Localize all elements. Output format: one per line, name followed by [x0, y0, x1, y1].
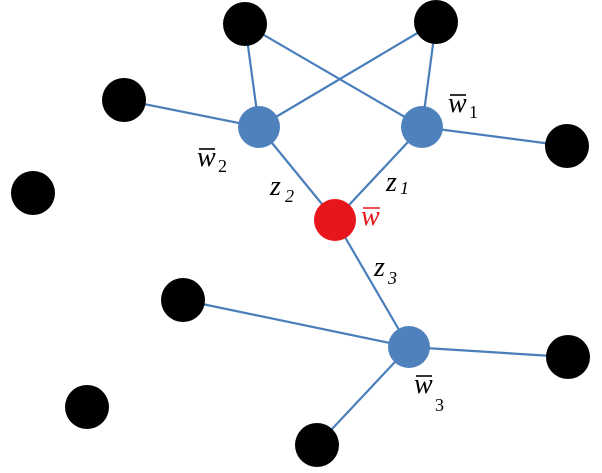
- w2-main: w: [197, 142, 216, 173]
- w-main: w: [361, 201, 380, 232]
- node-w: [314, 199, 356, 241]
- z1-main: z: [385, 167, 397, 198]
- blue-nodes: [238, 106, 443, 368]
- node-black-isolated-bottom-left: [65, 385, 109, 429]
- w3-main: w: [414, 369, 433, 400]
- node-black-isolated-left: [11, 171, 55, 215]
- edge-w1-right: [421, 125, 568, 148]
- label-z2: z 2: [269, 171, 294, 206]
- label-z1: z 1: [385, 167, 409, 198]
- edge-w1-top-left: [244, 23, 423, 128]
- node-black-top-left: [223, 2, 267, 46]
- node-black-top-right: [414, 0, 458, 44]
- node-black-left: [102, 78, 146, 122]
- w3-sub: 3: [435, 395, 444, 415]
- label-w2: w 2: [197, 142, 227, 176]
- edge-w2-top-right: [258, 21, 437, 128]
- z1-sub: 1: [400, 178, 409, 198]
- w1-sub: 1: [469, 102, 478, 122]
- z2-sub: 2: [285, 186, 294, 206]
- edge-w3-right: [408, 345, 569, 359]
- edges: [123, 21, 569, 446]
- label-w3: w 3: [414, 369, 444, 415]
- w1-main: w: [448, 88, 467, 119]
- node-w3: [388, 326, 430, 368]
- z2-main: z: [269, 171, 281, 202]
- edge-w-w3: [334, 219, 410, 348]
- label-w: w: [361, 201, 380, 232]
- z3-sub: 3: [387, 268, 397, 288]
- edge-w1-w: [334, 126, 423, 221]
- node-w2: [238, 106, 280, 148]
- edge-w2-left: [123, 98, 260, 129]
- black-nodes: [11, 0, 590, 467]
- edge-w3-left: [182, 298, 410, 349]
- label-w1: w 1: [448, 88, 478, 122]
- node-w1: [401, 106, 443, 148]
- w2-sub: 2: [218, 156, 227, 176]
- node-black-right: [545, 124, 589, 168]
- node-black-w3-right: [546, 335, 590, 379]
- z3-main: z: [373, 252, 385, 283]
- node-black-w3-left: [161, 278, 205, 322]
- node-black-w3-bottom: [295, 423, 339, 467]
- label-z3: z 3: [373, 252, 397, 288]
- edge-w3-bottom: [316, 346, 410, 446]
